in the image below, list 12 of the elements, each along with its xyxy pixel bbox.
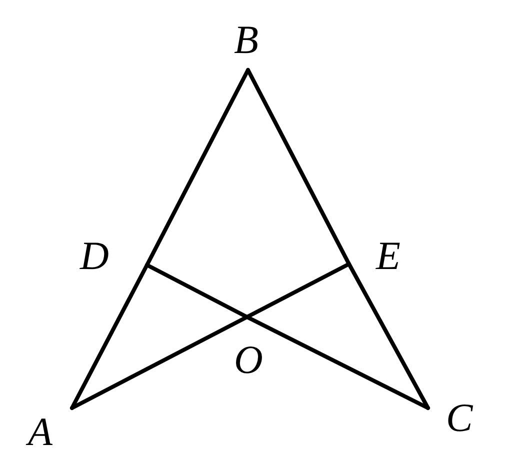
line-segment xyxy=(145,263,249,319)
point-label: C xyxy=(446,398,473,438)
line-segment xyxy=(70,315,249,410)
line-segment xyxy=(246,68,351,266)
point-label: B xyxy=(234,20,258,60)
point-label: D xyxy=(80,236,109,276)
point-label: O xyxy=(234,340,263,380)
line-segment xyxy=(145,68,250,267)
line-segment xyxy=(245,315,430,410)
line-segment xyxy=(245,262,351,319)
point-label: A xyxy=(28,412,52,452)
point-label: E xyxy=(376,236,400,276)
